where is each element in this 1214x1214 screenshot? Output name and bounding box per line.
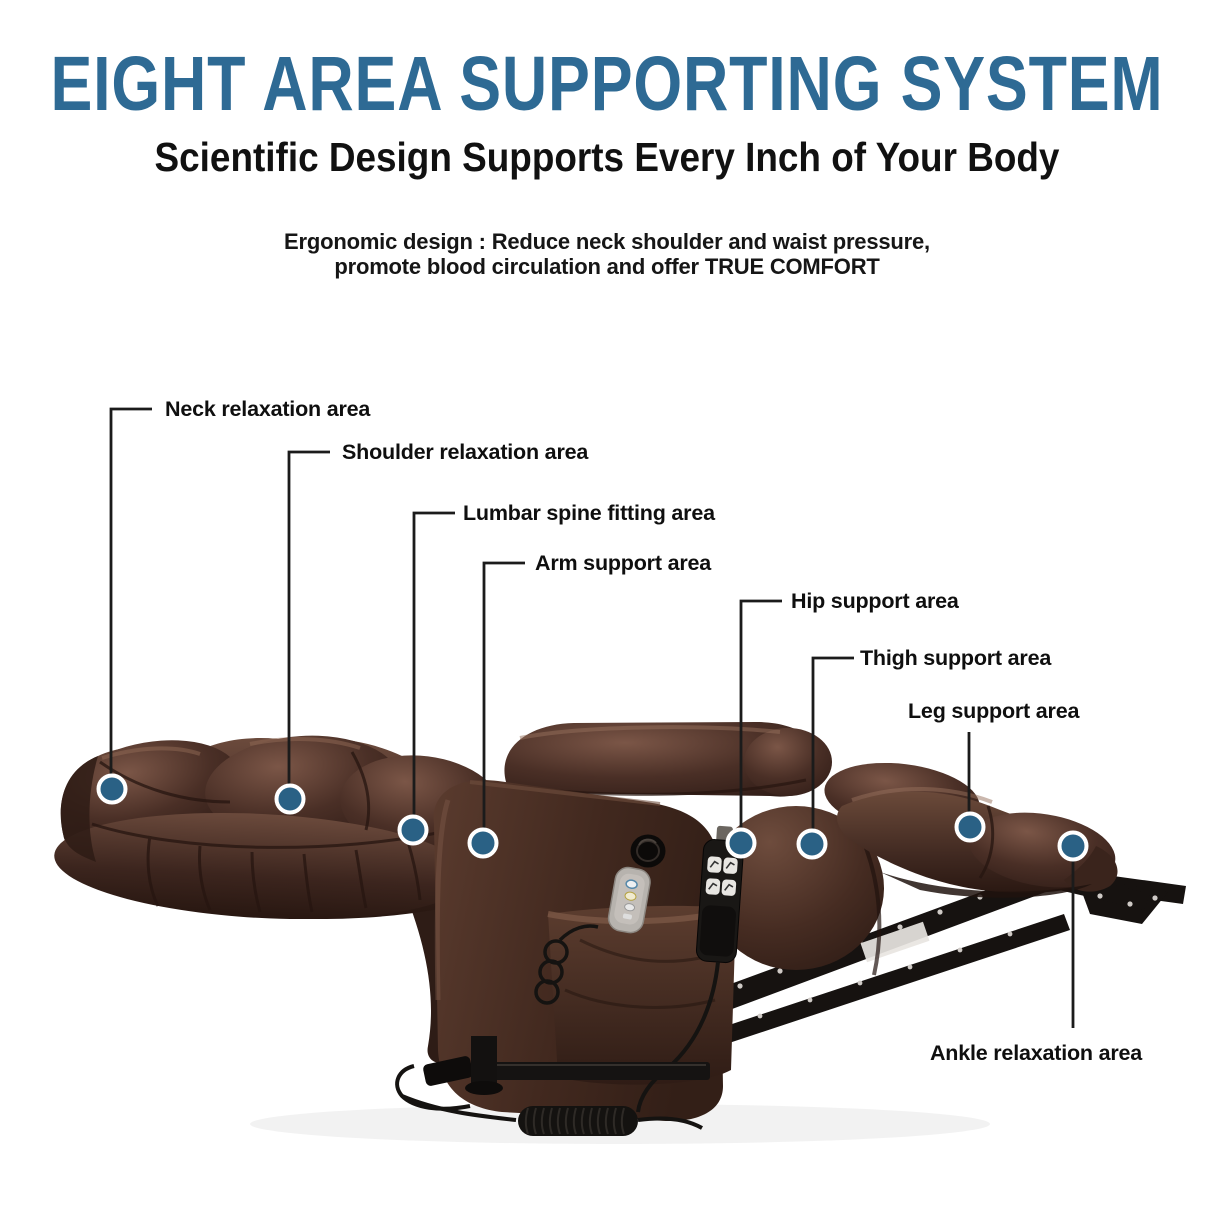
callout-line-arm	[482, 561, 525, 843]
support-dot-shoulder	[274, 783, 306, 815]
pocket-remote-control	[607, 866, 651, 934]
backrest-seams	[91, 751, 453, 913]
support-dot-hip	[725, 827, 757, 859]
page-subtitle: Scientific Design Supports Every Inch of…	[154, 134, 1060, 180]
label-neck-relaxation-area: Neck relaxation area	[165, 397, 371, 421]
power-connector	[423, 1056, 473, 1086]
callout-line-hip	[739, 599, 782, 843]
label-shoulder-relaxation-area: Shoulder relaxation area	[342, 440, 589, 464]
label-hip-support-area: Hip support area	[791, 589, 959, 613]
backrest	[54, 735, 504, 920]
usb-port	[630, 834, 666, 868]
lift-base	[465, 1036, 710, 1095]
callout-lines	[109, 407, 1075, 1028]
callout-line-thigh	[811, 656, 854, 844]
hand-controller	[695, 825, 744, 964]
controller-buttons	[705, 856, 738, 896]
label-ankle-relaxation-area: Ankle relaxation area	[929, 1041, 1143, 1065]
label-arm-support-area: Arm support area	[535, 551, 712, 575]
support-dot-lumbar	[397, 814, 429, 846]
armrest-pillow	[504, 722, 832, 797]
cables	[395, 924, 720, 1130]
callout-line-lumbar	[412, 511, 455, 830]
coiled-cord	[518, 1106, 638, 1136]
leg-rest	[824, 762, 1118, 898]
page-title: EIGHT AREA SUPPORTING SYSTEM	[50, 41, 1164, 127]
support-dot-leg	[954, 811, 986, 843]
mechanism-holes	[737, 879, 1158, 1019]
side-pocket	[547, 905, 737, 1085]
description-line-1: Ergonomic design : Reduce neck shoulder …	[284, 229, 930, 254]
description-line-2: promote blood circulation and offer TRUE…	[334, 254, 880, 279]
callout-line-shoulder	[287, 450, 330, 799]
callout-line-neck	[109, 407, 152, 789]
support-dot-arm	[467, 827, 499, 859]
support-dot-ankle	[1057, 830, 1089, 862]
label-lumbar-spine-fitting-area: Lumbar spine fitting area	[463, 501, 715, 525]
description: Ergonomic design : Reduce neck shoulder …	[284, 229, 930, 279]
label-thigh-support-area: Thigh support area	[860, 646, 1052, 670]
support-dots	[96, 773, 1089, 862]
support-dot-neck	[96, 773, 128, 805]
label-leg-support-area: Leg support area	[908, 699, 1080, 723]
support-dot-thigh	[796, 828, 828, 860]
